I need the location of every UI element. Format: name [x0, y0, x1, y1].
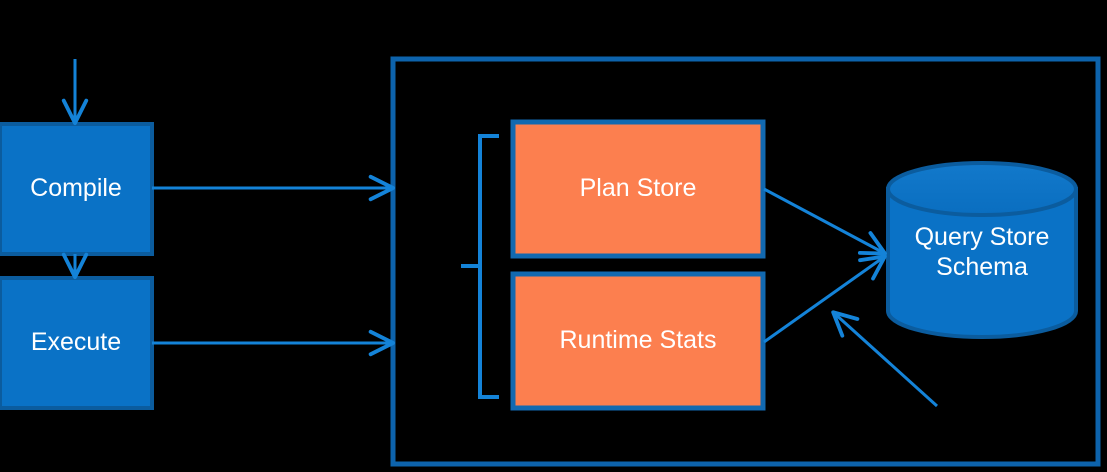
capture-bracket-icon: [461, 134, 499, 399]
external-to-schema-arrow: [831, 310, 939, 408]
compile-box[interactable]: [0, 122, 154, 256]
plan-store-box[interactable]: [510, 119, 766, 259]
query-store-schema-cylinder[interactable]: [886, 161, 1078, 339]
plan-store-to-schema-arrow: [763, 187, 887, 256]
execute-box[interactable]: [0, 276, 154, 410]
query-store-boundary: [390, 56, 1101, 467]
runtime-stats-to-schema-arrow: [763, 254, 887, 344]
runtime-stats-box[interactable]: [510, 271, 766, 411]
